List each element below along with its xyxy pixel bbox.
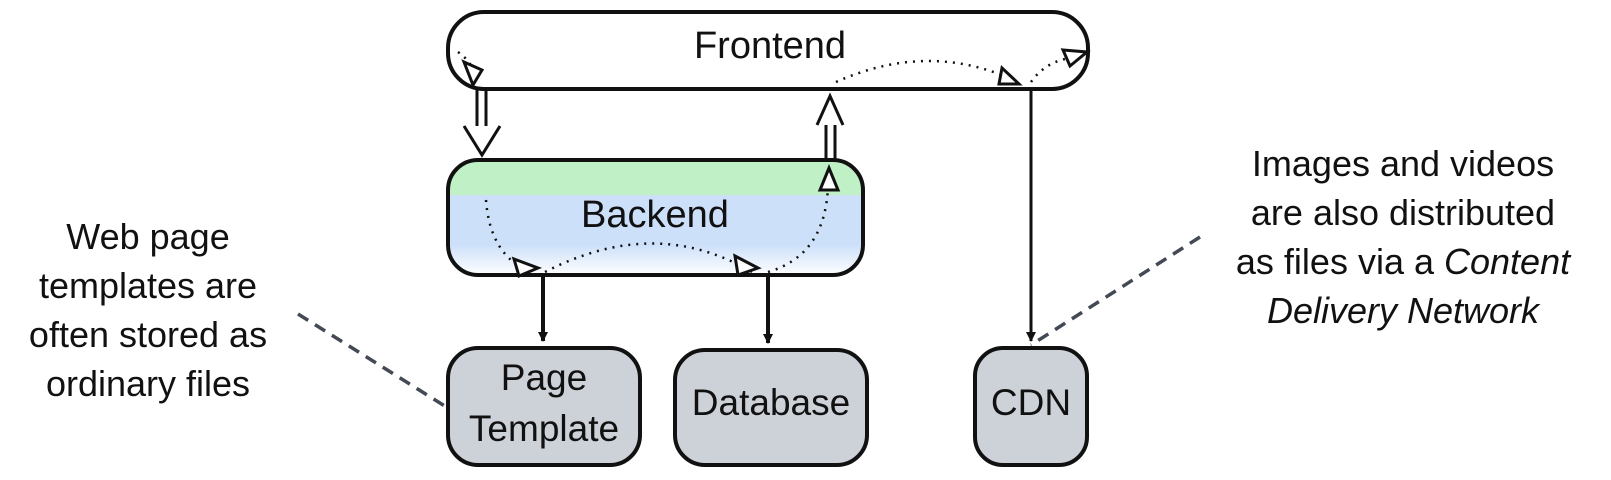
page-template-node bbox=[446, 346, 642, 467]
dotted-flow-heads bbox=[461, 48, 1091, 279]
right-note-line3: as files via a Content bbox=[1236, 241, 1572, 282]
left-note-line1: Web page bbox=[66, 216, 229, 257]
right-note-line3-italic: Content bbox=[1444, 241, 1572, 282]
left-note-line4: ordinary files bbox=[46, 363, 250, 404]
right-note-line4: Delivery Network bbox=[1267, 290, 1541, 331]
frontend-label: Frontend bbox=[694, 25, 846, 67]
request-double-arrow bbox=[462, 90, 502, 158]
right-note-leader bbox=[1030, 235, 1201, 347]
backend-label: Backend bbox=[581, 194, 729, 236]
frontend-node bbox=[446, 10, 1090, 91]
cdn-node bbox=[973, 346, 1089, 467]
right-note-line1: Images and videos bbox=[1252, 143, 1554, 184]
database-node bbox=[673, 348, 869, 467]
database-label: Database bbox=[692, 382, 850, 423]
page-template-label-line1: Page bbox=[501, 357, 587, 398]
backend-node bbox=[446, 158, 865, 277]
cdn-label: CDN bbox=[991, 382, 1071, 423]
right-note-line2: are also distributed bbox=[1251, 192, 1555, 233]
left-note-line2: templates are bbox=[39, 265, 257, 306]
right-note-line3-text: as files via a bbox=[1236, 241, 1444, 282]
response-double-arrow bbox=[815, 92, 845, 160]
left-note-line3: often stored as bbox=[29, 314, 267, 355]
left-note-leader bbox=[297, 312, 449, 410]
page-template-label-line2: Template bbox=[469, 408, 619, 449]
